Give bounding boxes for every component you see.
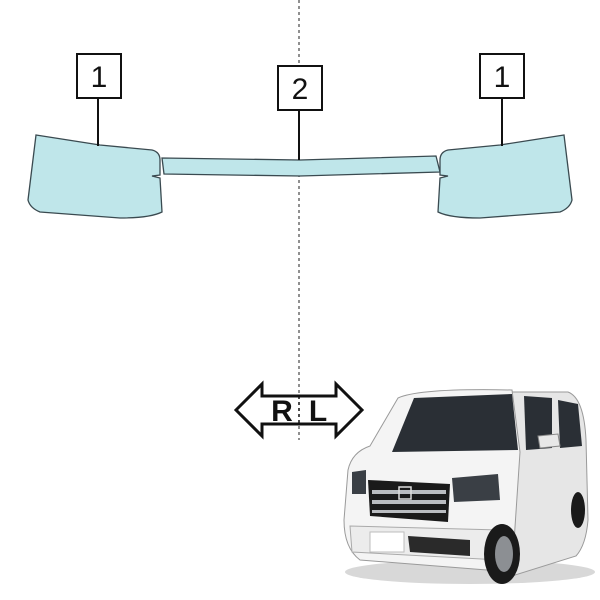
callout-box-left: 1 — [77, 54, 121, 98]
car-photo-icon — [344, 390, 595, 584]
callout-label-left: 1 — [91, 61, 108, 94]
direction-label-left: L — [309, 395, 327, 428]
callout-label-center: 2 — [292, 73, 309, 106]
callout-box-right: 1 — [480, 54, 524, 98]
callout-label-right: 1 — [494, 61, 511, 94]
film-part-left — [28, 135, 162, 218]
film-part-right — [438, 135, 572, 218]
callout-box-center: 2 — [278, 66, 322, 110]
film-part-center — [162, 156, 440, 176]
direction-label-right: R — [271, 395, 293, 428]
